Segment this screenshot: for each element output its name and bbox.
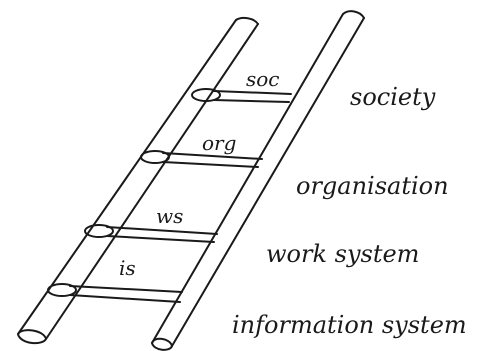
rung-ws xyxy=(84,224,218,243)
level-label-work-system: work system xyxy=(266,240,419,268)
level-label-society: society xyxy=(350,83,436,111)
rung-tag-is: is xyxy=(119,256,136,280)
ladder-right-rail xyxy=(151,10,365,351)
rung-soc xyxy=(191,88,292,103)
rung-org xyxy=(140,150,263,168)
level-labels: society organisation work system informa… xyxy=(232,83,467,339)
rung-tag-ws: ws xyxy=(156,204,183,228)
rung-tag-org: org xyxy=(202,131,236,155)
rung-is xyxy=(47,283,183,303)
ladder-rungs xyxy=(47,88,292,303)
rung-tags: soc org ws is xyxy=(119,67,280,280)
level-label-information-system: information system xyxy=(232,311,467,339)
rung-tag-soc: soc xyxy=(246,67,280,91)
level-label-organisation: organisation xyxy=(296,172,449,200)
